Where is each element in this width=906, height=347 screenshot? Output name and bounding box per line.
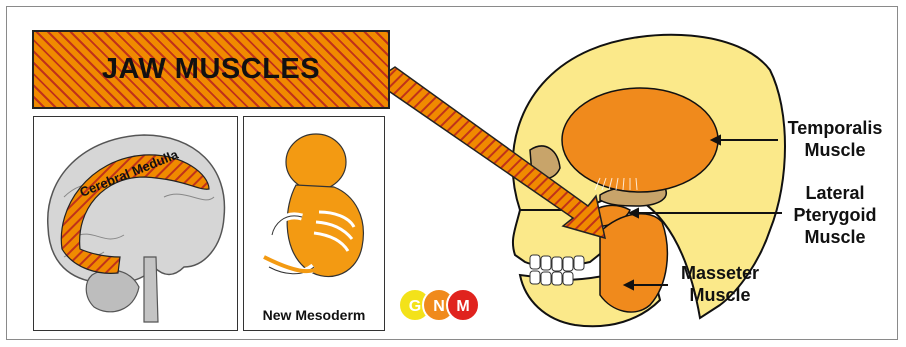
temporalis-label: Temporalis Muscle [780, 117, 890, 161]
embryo-panel: New Mesoderm [243, 116, 385, 331]
masseter-label: Masseter Muscle [665, 262, 775, 306]
brain-panel: Cerebral Medulla [33, 116, 238, 331]
gnm-logo: G N M [396, 286, 496, 326]
lateral-pterygoid-label: Lateral Pterygoid Muscle [780, 182, 890, 248]
lateral-pterygoid-label-line-1: Lateral [780, 182, 890, 204]
lateral-pterygoid-label-line-2: Pterygoid [780, 204, 890, 226]
logo-letter-m: M [456, 298, 469, 315]
logo-letter-n: N [433, 298, 445, 315]
title-banner: JAW MUSCLES [32, 30, 390, 109]
logo-letter-g: G [409, 298, 421, 315]
temporalis-muscle [562, 88, 718, 192]
embryo-illustration [244, 117, 385, 331]
lateral-pterygoid-label-line-3: Muscle [780, 226, 890, 248]
title-text: JAW MUSCLES [102, 53, 320, 86]
masseter-label-line-1: Masseter [665, 262, 775, 284]
temporalis-label-line-1: Temporalis [780, 117, 890, 139]
masseter-label-line-2: Muscle [665, 284, 775, 306]
embryo-caption: New Mesoderm [244, 307, 384, 323]
temporalis-label-line-2: Muscle [780, 139, 890, 161]
brain-illustration: Cerebral Medulla [34, 117, 238, 331]
